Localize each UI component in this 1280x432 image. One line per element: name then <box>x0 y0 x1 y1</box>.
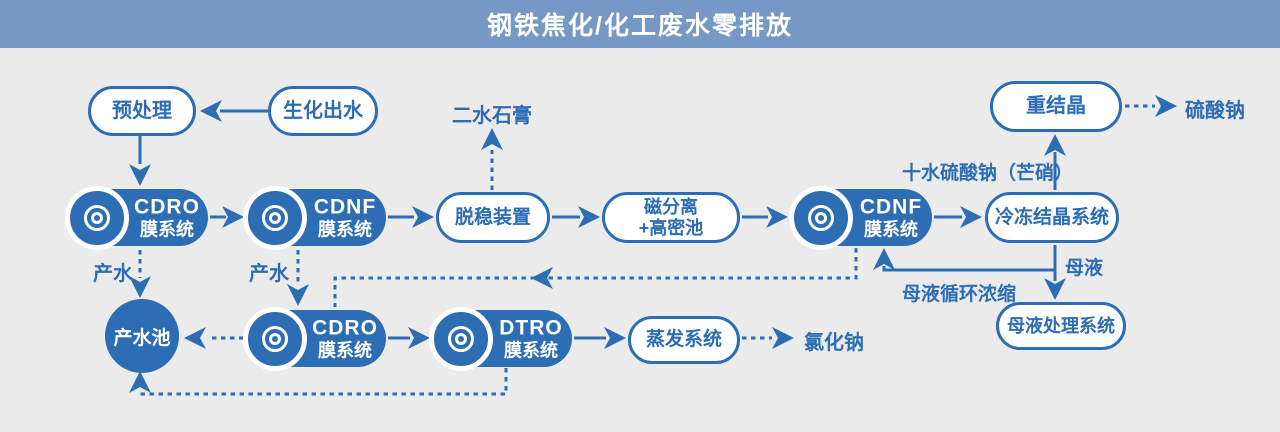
label-sodium-sulfate: 硫酸钠 <box>1185 100 1245 122</box>
label-sodium-chloride: 氯化钠 <box>804 332 864 354</box>
membrane-disc-icon <box>65 185 129 250</box>
edge-recrystallization-to-sodium-sulfate <box>1125 95 1177 117</box>
page-header: 钢铁焦化/化工废水零排放 <box>0 0 1280 48</box>
edge-cdro1-to-cdnf1 <box>210 206 244 228</box>
node-product-water-pool: 产水池 <box>105 299 179 373</box>
edge-magsep-to-cdnf2 <box>742 206 788 228</box>
edge-freeze-to-mother-liquor-treatment <box>1044 245 1066 300</box>
label-mother-liquor: 母液 <box>1065 258 1104 279</box>
edge-destabilization-to-magsep <box>552 206 600 228</box>
edge-pretreatment-to-cdro1 <box>129 136 151 186</box>
edge-cdro2-to-dtro <box>388 327 430 349</box>
node-cdro-membrane-1: CDRO 膜系统 <box>65 185 208 250</box>
node-cdnf-membrane-1: CDNF 膜系统 <box>243 185 386 250</box>
node-cdnf-membrane-2: CDNF 膜系统 <box>789 185 932 250</box>
label-glauber-salt: 十水硫酸钠（芒硝） <box>902 163 1074 184</box>
edge-freeze-to-recrystallization <box>1044 134 1066 190</box>
node-pretreatment: 预处理 <box>88 86 196 136</box>
page-title: 钢铁焦化/化工废水零排放 <box>487 12 793 40</box>
edge-destabilization-to-gypsum <box>481 128 503 190</box>
membrane-disc-icon <box>789 185 853 250</box>
node-magnetic-separation: 磁分离 +高密池 <box>602 192 740 243</box>
edge-cdnf1-to-destabilization <box>388 206 434 228</box>
node-recrystallization: 重结晶 <box>990 81 1122 132</box>
edge-mother-liquor-recycle-to-cdnf2 <box>873 248 1055 272</box>
edge-dtro-return-to-pool <box>129 368 508 396</box>
edge-cdro2-to-pool <box>184 327 244 349</box>
label-product-water-1: 产水 <box>93 263 133 285</box>
label-dihydrate-gypsum: 二水石膏 <box>452 105 532 127</box>
label-mother-liquor-recycle: 母液循环浓缩 <box>902 284 1017 305</box>
node-cdro-membrane-2: CDRO 膜系统 <box>243 306 386 371</box>
node-freeze-crystallization: 冷冻结晶系统 <box>985 192 1119 243</box>
node-biochemical-effluent: 生化出水 <box>268 86 378 136</box>
label-product-water-2: 产水 <box>249 263 289 285</box>
membrane-disc-icon <box>243 306 307 371</box>
edge-evaporation-to-sodium-chloride <box>742 327 794 349</box>
membrane-disc-icon <box>243 185 307 250</box>
node-mother-liquor-treatment: 母液处理系统 <box>996 302 1126 350</box>
edge-cdnf2-to-freeze <box>934 206 982 228</box>
edge-biochem-to-pretreatment <box>200 100 268 122</box>
edge-cdnf1-product-water-to-cdro2 <box>287 250 309 306</box>
node-destabilization: 脱稳装置 <box>436 192 550 243</box>
edge-dtro-to-evaporation <box>574 327 626 349</box>
node-dtro-membrane: DTRO 膜系统 <box>429 306 572 371</box>
edge-cdnf2-return-to-cdro2 <box>333 248 858 307</box>
edge-cdro1-product-water-to-pool <box>129 250 151 298</box>
membrane-disc-icon <box>429 306 493 371</box>
node-evaporation: 蒸发系统 <box>628 316 740 364</box>
